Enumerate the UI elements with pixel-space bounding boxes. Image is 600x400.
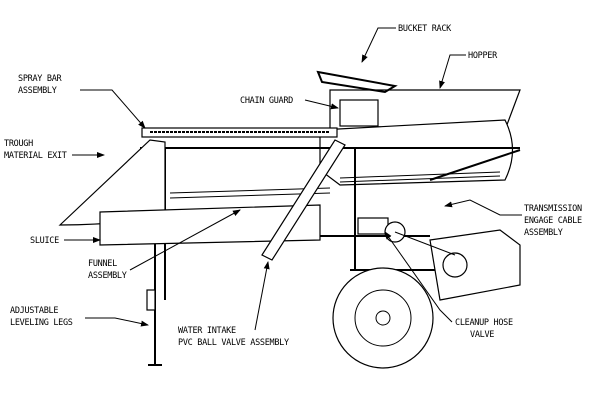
label-spray-bar: SPRAY BAR ASSEMBLY xyxy=(18,74,146,129)
svg-text:HOPPER: HOPPER xyxy=(468,51,498,61)
svg-text:ADJUSTABLE: ADJUSTABLE xyxy=(10,306,58,316)
svg-text:TROUGH: TROUGH xyxy=(4,139,33,149)
svg-text:MATERIAL EXIT: MATERIAL EXIT xyxy=(4,151,67,161)
label-hopper: HOPPER xyxy=(439,51,498,89)
label-cleanup: CLEANUP HOSE VALVE xyxy=(384,231,513,340)
svg-text:TRANSMISSION: TRANSMISSION xyxy=(524,204,582,214)
label-transmission: TRANSMISSION ENGAGE CABLE ASSEMBLY xyxy=(444,199,582,238)
label-chain-guard: CHAIN GUARD xyxy=(240,96,339,110)
svg-text:ASSEMBLY: ASSEMBLY xyxy=(18,86,57,96)
label-sluice: SLUICE xyxy=(30,236,101,246)
engine xyxy=(429,229,521,301)
label-water-intake: WATER INTAKE PVC BALL VALVE ASSEMBLY xyxy=(178,261,289,348)
svg-text:LEVELING LEGS: LEVELING LEGS xyxy=(10,318,73,328)
svg-text:ASSEMBLY: ASSEMBLY xyxy=(88,271,127,281)
svg-text:SLUICE: SLUICE xyxy=(30,236,59,246)
svg-text:CHAIN GUARD: CHAIN GUARD xyxy=(240,96,293,106)
label-bucket-rack: BUCKET RACK xyxy=(361,24,452,63)
leveling-leg-handle xyxy=(146,289,156,311)
label-trough: TROUGH MATERIAL EXIT xyxy=(4,139,105,161)
svg-text:WATER INTAKE: WATER INTAKE xyxy=(178,326,236,336)
svg-text:CLEANUP HOSE: CLEANUP HOSE xyxy=(455,318,513,328)
funnel-pipe xyxy=(261,139,346,261)
svg-text:ASSEMBLY: ASSEMBLY xyxy=(524,228,563,238)
label-legs: ADJUSTABLE LEVELING LEGS xyxy=(10,306,149,328)
svg-text:PVC BALL VALVE ASSEMBLY: PVC BALL VALVE ASSEMBLY xyxy=(178,338,289,348)
sluice xyxy=(99,204,321,246)
machine-drawing xyxy=(58,70,521,369)
valve xyxy=(357,217,389,235)
chain-guard xyxy=(339,99,379,127)
svg-text:BUCKET RACK: BUCKET RACK xyxy=(398,24,452,34)
svg-text:SPRAY BAR: SPRAY BAR xyxy=(18,74,63,84)
bucket-rack xyxy=(316,70,398,94)
label-funnel: FUNNEL ASSEMBLY xyxy=(88,209,241,281)
wheel xyxy=(332,267,434,369)
svg-text:FUNNEL: FUNNEL xyxy=(88,259,117,269)
svg-text:ENGAGE CABLE: ENGAGE CABLE xyxy=(524,216,582,226)
svg-text:VALVE: VALVE xyxy=(470,330,494,340)
